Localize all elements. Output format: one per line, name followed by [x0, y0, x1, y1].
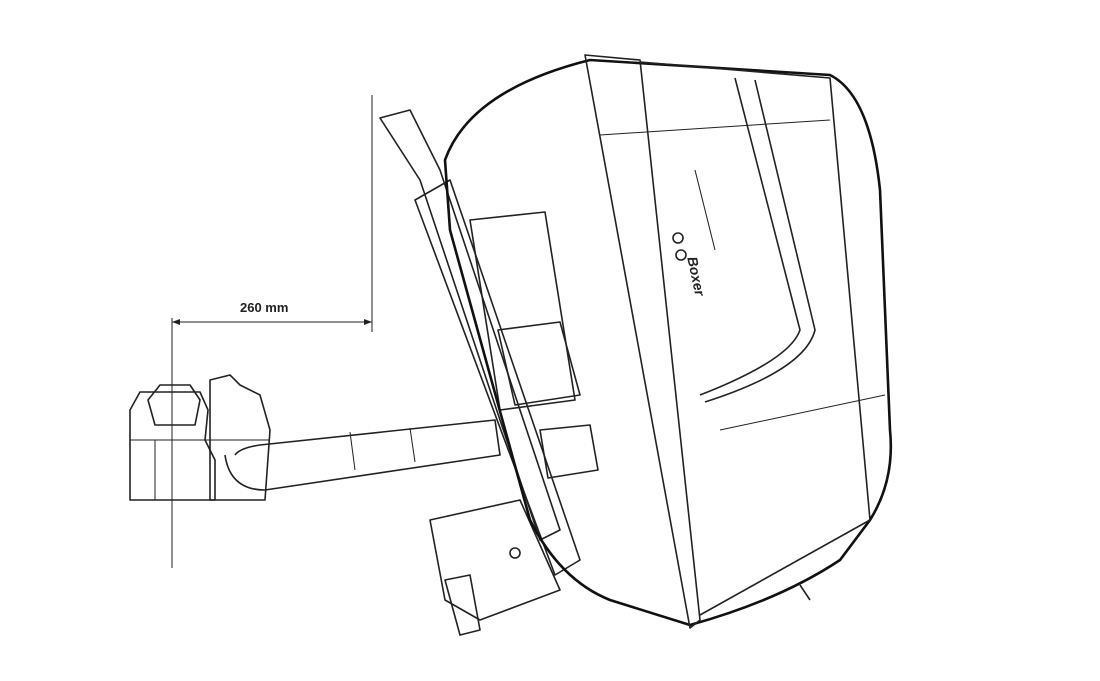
dimension-lines: [171, 95, 373, 568]
support-arm: [224, 419, 501, 491]
tow-ball-coupling: [129, 374, 271, 501]
dimension-label: 260 mm: [240, 300, 289, 315]
mounting-frame: [379, 109, 599, 636]
cargo-box: [443, 54, 893, 629]
